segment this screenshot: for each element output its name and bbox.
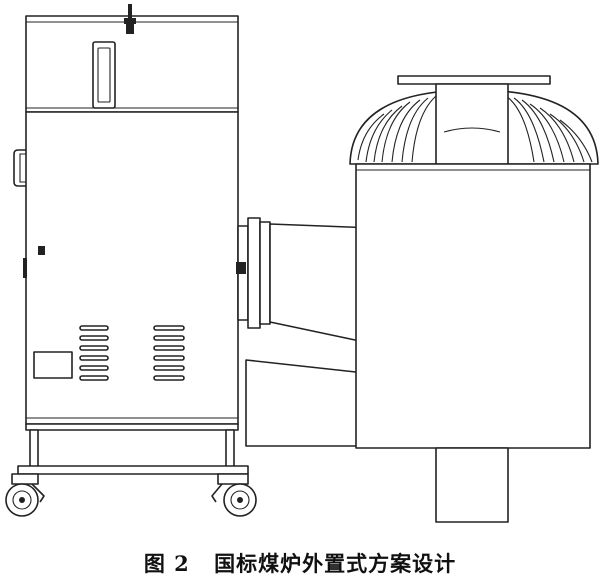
nameplate xyxy=(33,351,73,379)
figure-number: 图 2 xyxy=(143,551,190,576)
dome-ribs xyxy=(357,95,593,163)
chimney-cap xyxy=(397,75,551,85)
caster-wheel-right-icon xyxy=(211,473,257,517)
connector-flange xyxy=(236,217,271,329)
furnace-body xyxy=(355,163,591,449)
caster-wheel-left-icon xyxy=(5,473,45,517)
top-handle-icon xyxy=(124,4,136,34)
figure-caption: 图 2 国标煤炉外置式方案设计 xyxy=(0,548,600,578)
figure-title: 国标煤炉外置式方案设计 xyxy=(214,551,457,576)
lower-duct xyxy=(245,359,375,447)
vent-grille-left xyxy=(79,325,109,381)
furnace-unit xyxy=(349,75,599,523)
cabinet-base xyxy=(25,423,239,431)
latch-icon xyxy=(38,246,45,255)
vent-grille-right xyxy=(153,325,185,381)
hood-window xyxy=(92,41,116,109)
side-handle-icon xyxy=(13,149,26,187)
furnace-outlet xyxy=(435,447,509,523)
furnace-external-scheme-drawing xyxy=(5,4,599,523)
caster-frame xyxy=(5,429,257,517)
chimney xyxy=(435,83,509,165)
cabinet-unit xyxy=(13,4,239,431)
